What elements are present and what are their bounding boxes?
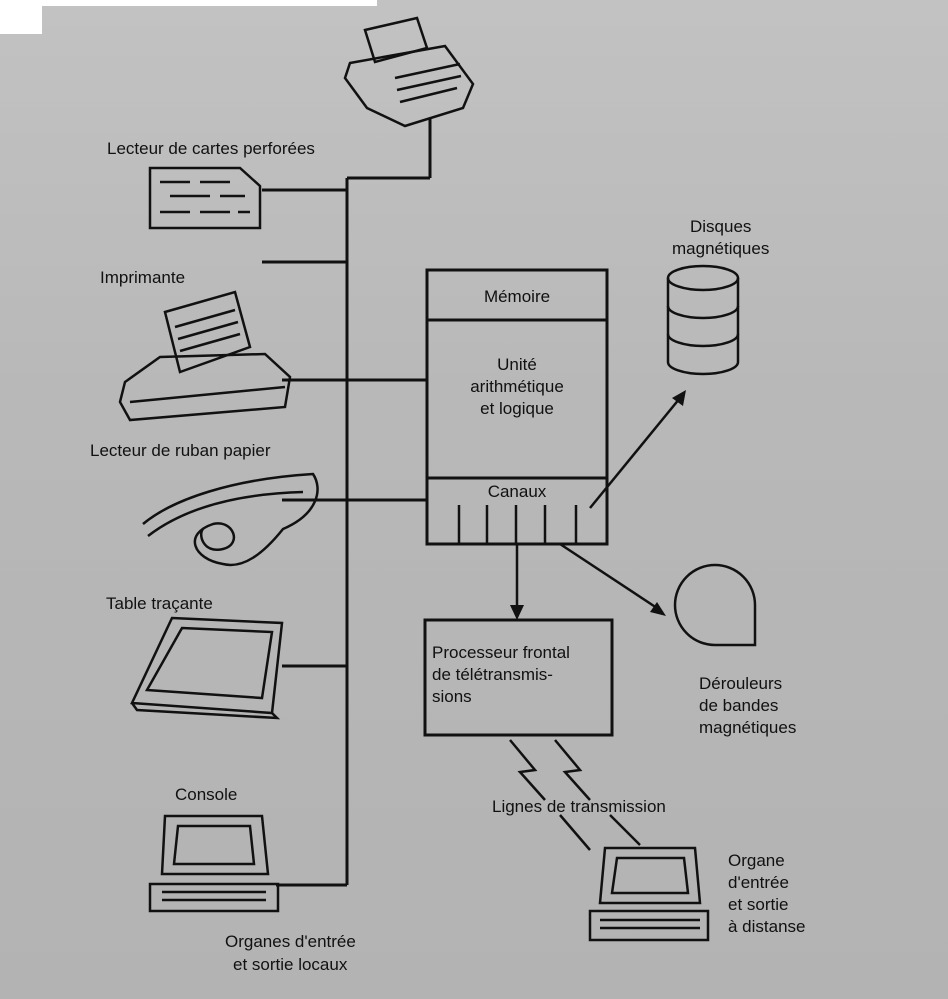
frontend-label-line2: de télétransmis- — [432, 665, 553, 684]
lines-label: Lignes de transmission — [492, 797, 666, 816]
tape-drives-label-line2: de bandes — [699, 696, 778, 715]
local-io-label-line2: et sortie locaux — [233, 955, 348, 974]
frontend-label-line1: Processeur frontal — [432, 643, 570, 662]
alu-label-line2: arithmétique — [470, 377, 564, 396]
tape-drives-label-line1: Dérouleurs — [699, 674, 782, 693]
plotter-icon — [130, 616, 284, 720]
frontend-box — [423, 618, 614, 737]
remote-io-label-line4: à distanse — [728, 917, 806, 936]
remote-io-label-line2: d'entrée — [728, 873, 789, 892]
tape-reader-label: Lecteur de ruban papier — [90, 441, 271, 460]
remote-terminal-icon — [588, 846, 710, 942]
remote-io-label-line3: et sortie — [728, 895, 788, 914]
disks-label-line1: Disques — [690, 217, 751, 236]
arrows — [510, 390, 686, 620]
printer-label: Imprimante — [100, 268, 185, 287]
transmission-lines-icon — [509, 739, 641, 851]
disks-label-line2: magnétiques — [672, 239, 769, 258]
plotter-label: Table traçante — [106, 594, 213, 613]
corner-patch — [0, 0, 42, 34]
channels-label: Canaux — [488, 482, 547, 501]
console-icon — [148, 814, 280, 913]
printer-icon — [118, 290, 292, 422]
remote-io-label-line1: Organe — [728, 851, 785, 870]
disks-icon — [666, 264, 740, 376]
tape-drive-icon — [673, 563, 757, 647]
console-label: Console — [175, 785, 237, 804]
frontend-label-line3: sions — [432, 687, 472, 706]
top-edge-patch — [42, 0, 377, 6]
card-reader-icon — [148, 166, 262, 230]
alu-label-line3: et logique — [480, 399, 554, 418]
card-reader-label: Lecteur de cartes perforées — [107, 139, 315, 158]
local-io-label-line1: Organes d'entrée — [225, 932, 356, 951]
alu-label-line1: Unité — [497, 355, 537, 374]
memory-label: Mémoire — [484, 287, 550, 306]
tape-reader-icon — [142, 472, 319, 567]
tape-drives-label-line3: magnétiques — [699, 718, 796, 737]
teletype-icon — [343, 16, 475, 128]
bus — [262, 118, 432, 887]
